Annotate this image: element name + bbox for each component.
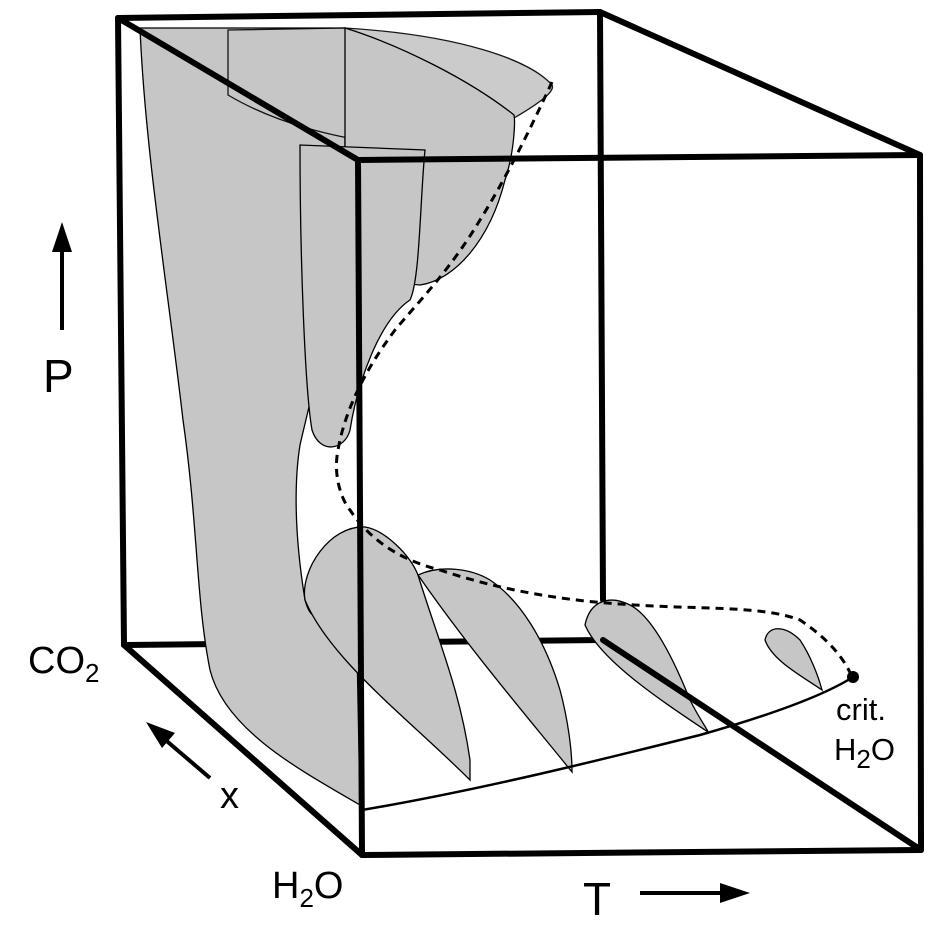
temperature-axis-arrow: [640, 883, 750, 903]
water-vapor-pressure-curve: [361, 675, 854, 812]
box-back-left-edge: [115, 15, 127, 648]
critical-curve: [335, 81, 854, 678]
crit-label-line1: crit.: [836, 692, 886, 727]
isotherm-lobe-top-2: [299, 144, 426, 448]
box-top-right-edge: [597, 9, 923, 158]
box-bottom-right-edge: [600, 637, 924, 853]
h2o-label-tail: O: [314, 865, 344, 907]
crit-h2o-subscript: 2: [856, 744, 870, 774]
h2o-label: H2O: [272, 865, 343, 913]
co2-label-main: CO: [28, 640, 85, 682]
crit-label-h2o: H2O: [834, 732, 895, 774]
box-front-bottom-edge: [359, 847, 924, 858]
box-front-edges: [115, 15, 924, 858]
pressure-axis-arrow: [52, 222, 72, 330]
box-back-top-edge: [115, 9, 603, 21]
temperature-axis-label: T: [583, 873, 611, 925]
h2o-label-main: H: [272, 865, 299, 907]
composition-axis-arrow: [146, 722, 212, 780]
composition-arrow-head: [146, 722, 175, 748]
co2-label: CO2: [28, 640, 99, 688]
two-phase-surface: [139, 27, 824, 807]
box-front-top-edge: [355, 152, 923, 163]
h2o-label-subscript: 2: [299, 883, 313, 913]
isotherm-lobe-bottom-1: [303, 526, 471, 782]
temperature-arrow-head: [720, 883, 750, 903]
box-back-right-edge: [597, 9, 606, 603]
isotherm-lobe-bottom-4: [764, 628, 824, 692]
co2-label-subscript: 2: [85, 658, 99, 688]
box-front-left-edge: [355, 157, 365, 858]
composition-axis-label: x: [220, 775, 239, 817]
crit-h2o-main: H: [834, 732, 856, 767]
crit-h2o-tail: O: [871, 732, 895, 767]
isotherm-lobe-bottom-2: [417, 568, 573, 774]
composition-arrow-shaft: [160, 735, 212, 780]
box-bottom-left-edge: [121, 642, 365, 858]
box-front-right-edge: [917, 152, 924, 853]
pressure-axis-label: P: [43, 350, 74, 402]
pressure-arrow-head: [52, 222, 72, 252]
box-top-left-edge: [115, 15, 361, 163]
